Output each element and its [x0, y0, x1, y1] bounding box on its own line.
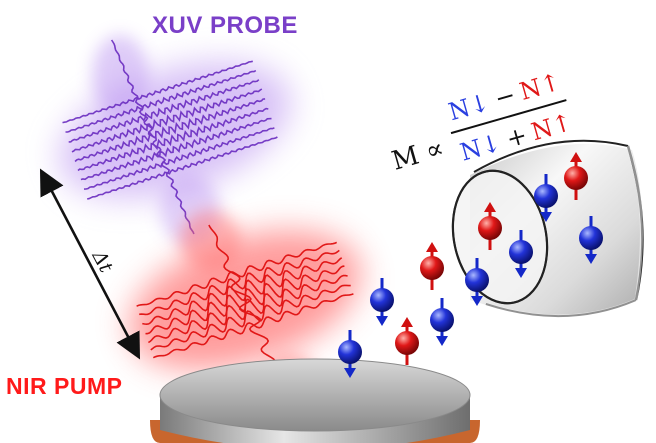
- spin-down-electron-icon: [370, 278, 394, 326]
- xuv-wave-line: [74, 98, 266, 163]
- spin-down-electron-icon: [509, 230, 533, 278]
- nir-wave-line: [147, 274, 348, 344]
- xuv-wave-line: [71, 88, 263, 153]
- spin-down-electron-icon: [465, 258, 489, 306]
- spin-up-electron-icon: [395, 317, 419, 365]
- formula-num-op: −: [492, 81, 519, 113]
- xuv-wave-line: [65, 69, 257, 133]
- formula-num-b: N↑: [517, 68, 564, 106]
- spin-up-electron-icon: [478, 202, 502, 250]
- spin-down-electron-icon: [579, 216, 603, 264]
- spin-down-electron-icon: [534, 174, 558, 222]
- xuv-wave-line: [77, 107, 269, 172]
- xuv-probe-pulse: [59, 35, 291, 245]
- formula-num-a: N↓: [445, 88, 492, 126]
- spin-down-electron-icon: [430, 298, 454, 346]
- xuv-wave-line: [68, 79, 260, 143]
- spin-down-electron-icon: [338, 330, 362, 378]
- formula-lhs: M ∝: [389, 133, 448, 176]
- formula-den-op: +: [503, 121, 530, 153]
- spin-up-electron-icon: [420, 242, 444, 290]
- nir-wave-line: [139, 249, 340, 316]
- spin-electrons: [338, 152, 603, 378]
- sample-disk: [150, 358, 480, 443]
- nir-pump-label: NIR PUMP: [6, 373, 123, 399]
- xuv-wave-spine: [110, 39, 195, 235]
- delay-label: Δt: [87, 246, 117, 276]
- nir-wave-line: [150, 284, 351, 351]
- xuv-wave-line: [62, 60, 253, 124]
- xuv-probe-label: XUV PROBE: [152, 12, 298, 39]
- spin-up-electron-icon: [564, 152, 588, 200]
- nir-pump-pulse: [129, 210, 361, 415]
- nir-wave-line: [152, 293, 354, 359]
- detector-glass: [485, 145, 643, 318]
- fraction-bar: [450, 99, 567, 135]
- time-delay-arrow: Δt: [39, 168, 141, 360]
